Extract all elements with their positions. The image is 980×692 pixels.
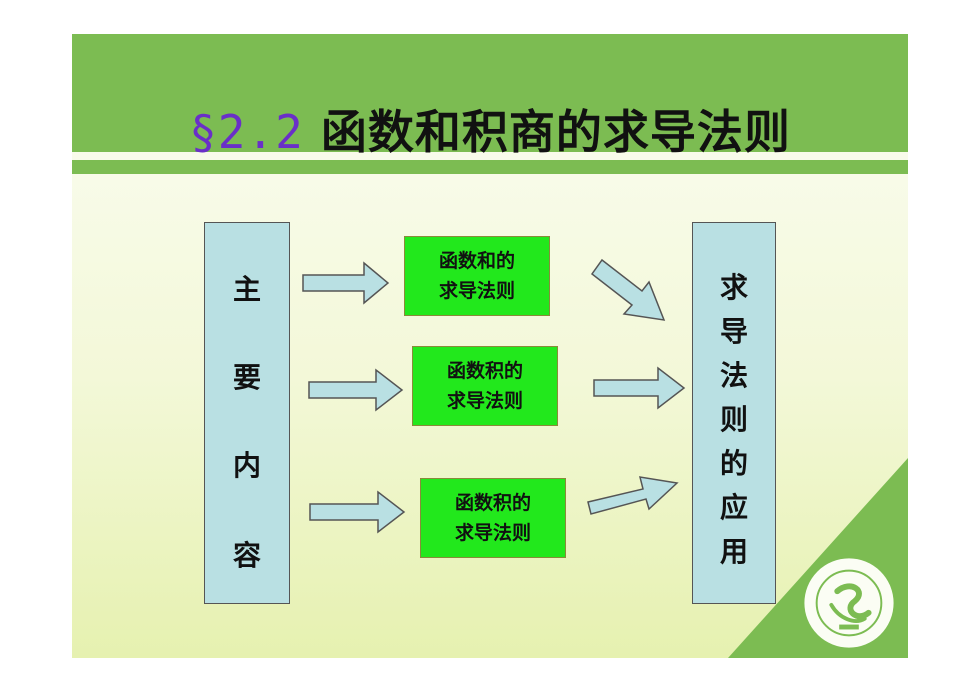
item-line: 求导法则 [454,522,531,544]
arrow-diagonal-down-icon [590,258,666,321]
right-char: 应 [720,491,749,524]
item-box: 函数和的 求导法则 [404,236,550,316]
right-char: 法 [720,359,749,392]
item-line: 函数和的 [438,250,515,272]
item-line: 函数积的 [454,492,531,514]
title-text: 函数和积商的求导法则 [320,105,791,159]
slide-title: §2.2 函数和积商的求导法则 [72,96,908,162]
slide: §2.2 函数和积商的求导法则 主 要 内 容 求 导 法 则 的 应 用 函数… [72,34,908,658]
application-box [692,222,776,604]
arrows [302,258,686,534]
right-char: 导 [720,315,749,348]
header-band [72,160,908,174]
left-char: 要 [233,361,262,394]
item-box: 函数积的 求导法则 [420,478,566,558]
section-number: §2.2 [189,105,304,159]
right-char: 的 [720,447,749,480]
item-box: 函数积的 求导法则 [412,346,558,426]
left-char: 内 [233,449,262,482]
item-line: 求导法则 [438,280,515,302]
main-content-box [204,222,290,604]
arrow-right-icon [302,261,390,305]
left-char: 主 [233,273,262,306]
arrow-right-icon [308,368,404,412]
right-char: 则 [720,403,749,436]
arrow-right-icon [593,366,686,410]
item-line: 函数积的 [446,360,523,382]
right-char: 用 [720,535,749,568]
university-seal-icon [801,555,897,651]
left-char: 容 [233,539,262,572]
header-bar [72,34,908,152]
right-char: 求 [720,271,749,304]
item-line: 求导法则 [446,390,523,412]
arrow-right-icon [309,490,406,534]
arrow-diagonal-up-icon [587,476,679,515]
